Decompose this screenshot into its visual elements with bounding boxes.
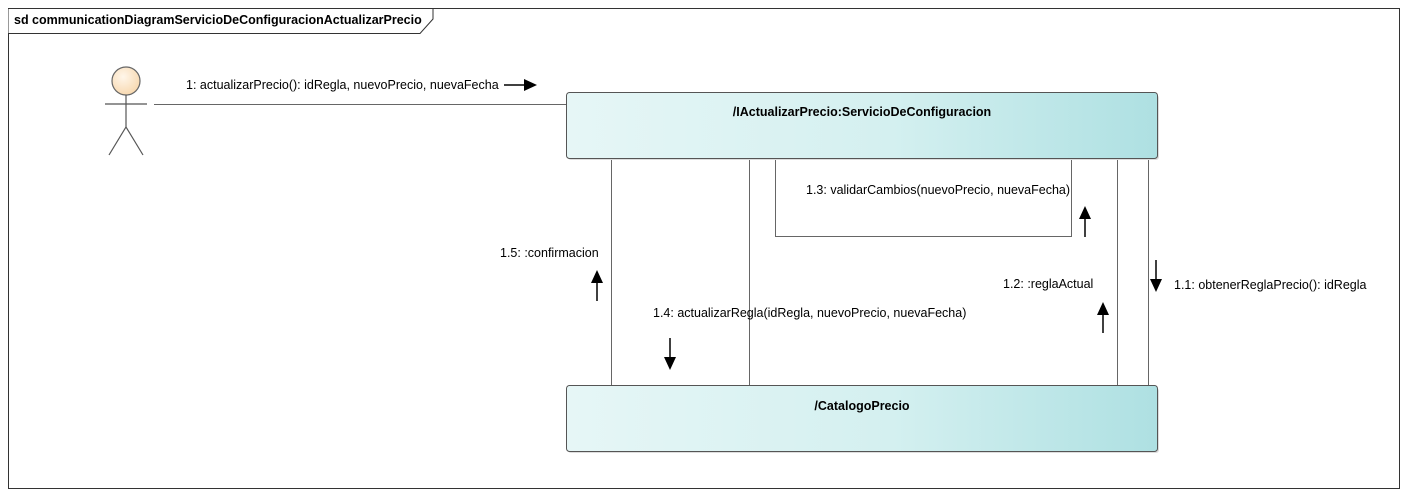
message-label-m1-5: 1.5: :confirmacion [500,246,599,260]
arrow-icon-m1-5 [591,270,603,301]
links [154,104,1149,386]
message-label-m1-4: 1.4: actualizarRegla(idRegla, nuevoPreci… [653,306,967,320]
arrow-icon-m1-2 [1097,302,1109,333]
message-label-m1-2: 1.2: :reglaActual [1003,277,1094,291]
arrow-icon-m1-4 [664,338,676,370]
object-name-catalogo: /CatalogoPrecio [814,399,910,413]
frame-title: sd communicationDiagramServicioDeConfigu… [14,13,422,27]
message-label-m1-3: 1.3: validarCambios(nuevoPrecio, nuevaFe… [806,183,1071,197]
message-label-m1-1: 1.1: obtenerReglaPrecio(): idRegla [1174,278,1367,292]
frame-title-tab [8,8,434,34]
arrow-icon-m1-3 [1079,206,1091,237]
arrow-icon-m1 [504,79,537,91]
object-name-servicio: /IActualizarPrecio:ServicioDeConfiguraci… [732,105,992,119]
message-label-m1: 1: actualizarPrecio(): idRegla, nuevoPre… [186,78,499,92]
actor-icon [105,66,147,156]
arrow-icon-m1-1 [1150,260,1162,292]
diagram-frame [8,8,1400,489]
